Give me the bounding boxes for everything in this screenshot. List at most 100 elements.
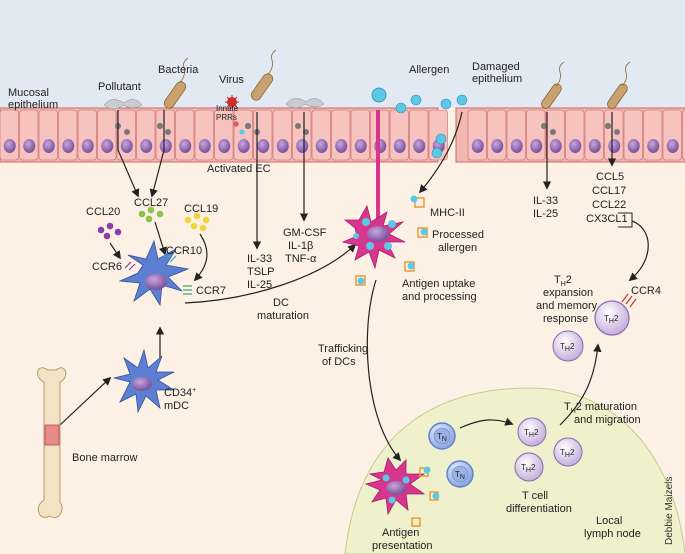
mature-dendritic-cell (341, 87, 428, 286)
label-gmcsf: GM-CSF (283, 227, 327, 239)
diagram-labels: Mucosal epithelium Pollutant Bacteria Vi… (8, 61, 675, 552)
label-ccr6: CCR6 (92, 261, 122, 273)
cell-nucleus (276, 139, 289, 153)
th2-label-2: TH2 (560, 448, 575, 459)
label-th2-exp-main: TH2 (554, 274, 572, 288)
label-il1b: IL-1β (288, 240, 313, 252)
cell-nucleus (140, 139, 153, 153)
cell-nucleus (296, 139, 309, 153)
label-pollutant: Pollutant (98, 81, 141, 93)
label-th2-exp-3: and memory (536, 300, 598, 312)
immature-dendritic-cell (118, 239, 192, 307)
cell-nucleus (588, 139, 601, 153)
label-tcell-2: differentiation (506, 503, 572, 515)
label-bone-marrow: Bone marrow (72, 452, 137, 464)
label-mucosal-2: epithelium (8, 99, 58, 111)
cell-nucleus (354, 139, 367, 153)
bone-icon (37, 367, 67, 518)
label-tnfa: TNF-α (285, 253, 317, 265)
label-virus: Virus (219, 74, 244, 86)
label-ccr10: CCR10 (166, 245, 202, 257)
cell-nucleus (257, 139, 270, 153)
cd34-mdc-cell (113, 348, 176, 414)
label-il25-b: IL-25 (533, 208, 558, 220)
cell-nucleus (393, 139, 406, 153)
label-innate-2: PRRs (216, 113, 237, 122)
cell-nucleus (159, 139, 172, 153)
lumen-background (0, 0, 685, 108)
label-th2-exp-2: expansion (543, 287, 593, 299)
antigen-presenting-dc (364, 457, 440, 527)
label-local-1: Local (596, 515, 622, 527)
label-ccr7: CCR7 (196, 285, 226, 297)
label-il33-b: IL-33 (533, 195, 558, 207)
label-th2-mat-main: TH2 maturation (564, 401, 637, 415)
label-dc-mat-1: DC (273, 297, 289, 309)
label-antigen-1: Antigen (382, 527, 419, 539)
label-ccl20: CCL20 (86, 206, 120, 218)
virus-icon (225, 95, 239, 109)
cell-nucleus (530, 139, 543, 153)
label-th2-exp-4: response (543, 313, 588, 325)
epithelial-cell (682, 109, 685, 161)
label-ccl22: CCL22 (592, 199, 626, 211)
chemokine-dots (97, 206, 210, 240)
cell-nucleus (198, 139, 211, 153)
cell-nucleus (62, 139, 75, 153)
cell-nucleus (81, 139, 94, 153)
th2-label-4: TH2 (560, 342, 575, 353)
label-processed-2: allergen (438, 242, 477, 254)
label-ccl27: CCL27 (134, 197, 168, 209)
label-local-2: lymph node (584, 528, 641, 540)
cell-nucleus (491, 139, 504, 153)
th2-label-1: TH2 (524, 428, 539, 439)
label-il25-a: IL-25 (247, 279, 272, 291)
cell-nucleus (237, 139, 250, 153)
cell-nucleus (471, 139, 484, 153)
label-innate-1: Innate (216, 104, 239, 113)
label-tslp: TSLP (247, 266, 275, 278)
label-damaged-1: Damaged (472, 61, 520, 73)
label-ccr4: CCR4 (631, 285, 661, 297)
epithelium-layer (0, 107, 685, 163)
cell-nucleus (42, 139, 55, 153)
label-antigen-2: presentation (372, 540, 433, 552)
cell-nucleus (120, 139, 133, 153)
label-cx3cl1: CX3CL1 (586, 213, 628, 225)
cell-nucleus (23, 139, 36, 153)
cell-nucleus (510, 139, 523, 153)
label-th2-mat-2: and migration (574, 414, 641, 426)
cell-nucleus (666, 139, 679, 153)
bacteria-icon (163, 49, 631, 109)
th2-cells (514, 293, 637, 482)
label-uptake-1: Antigen uptake (402, 278, 475, 290)
label-mucosal-1: Mucosal (8, 87, 49, 99)
label-activated-ec: Activated EC (207, 163, 271, 175)
tn-label-2: TN (455, 470, 465, 481)
label-allergen: Allergen (409, 64, 449, 76)
cell-nucleus (549, 139, 562, 153)
label-ccl17: CCL17 (592, 185, 626, 197)
label-uptake-2: and processing (402, 291, 477, 303)
th2-label-3: TH2 (521, 463, 536, 474)
cell-nucleus (627, 139, 640, 153)
cell-nucleus (569, 139, 582, 153)
label-traffic-2: of DCs (322, 356, 356, 368)
cell-nucleus (608, 139, 621, 153)
credit-text: Debbie Maizels (664, 477, 675, 545)
label-cd34: CD34+ (164, 387, 196, 399)
label-il33-a: IL-33 (247, 253, 272, 265)
naive-t-cells (428, 422, 474, 488)
label-tcell-1: T cell (522, 490, 548, 502)
pathway-arrows (59, 110, 649, 462)
cell-nucleus (315, 139, 328, 153)
tn-label-1: TN (437, 432, 447, 443)
label-damaged-2: epithelium (472, 73, 522, 85)
cell-nucleus (179, 139, 192, 153)
label-traffic-1: Trafficking (318, 343, 368, 355)
cell-nucleus (647, 139, 660, 153)
cell-nucleus (101, 139, 114, 153)
label-ccl5: CCL5 (596, 171, 624, 183)
